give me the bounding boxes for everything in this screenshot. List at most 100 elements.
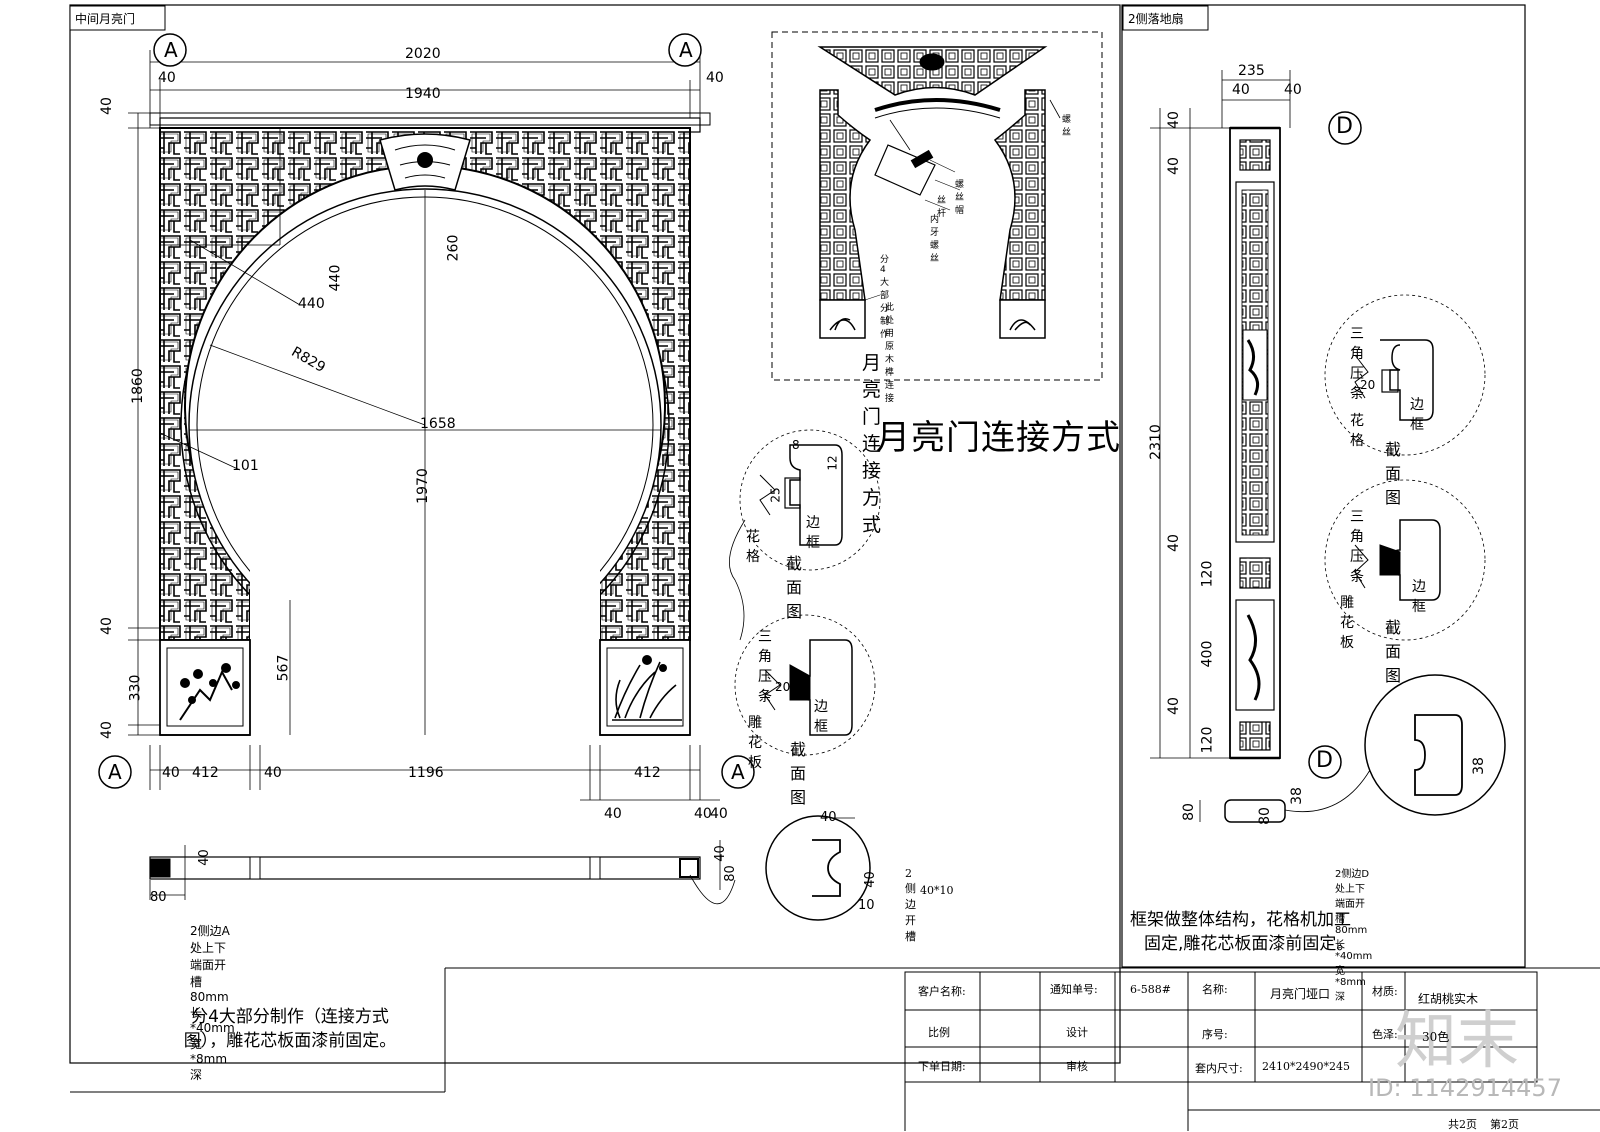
dim-left-40-bottom: 40 xyxy=(98,721,115,739)
sec2-label-panel: 雕花板 xyxy=(748,715,762,771)
section-details-right xyxy=(1284,294,1506,816)
dim-1970: 1970 xyxy=(414,468,431,504)
plan-dim-10: 10 xyxy=(858,898,875,913)
side-dim-38-b: 38 xyxy=(1470,757,1487,775)
title-block-grid xyxy=(70,967,1600,1131)
panel-borders xyxy=(69,4,1526,1064)
side-markers xyxy=(1308,111,1362,779)
sec1-caption: 截面图 xyxy=(786,554,803,621)
groove-note-a: 2侧边A处上下端面开槽80mm长*40mm宽*8mm深 xyxy=(190,924,235,1082)
dim-330: 330 xyxy=(127,674,144,702)
tb-pages: 共2页 xyxy=(1448,1118,1477,1131)
dim-1860: 1860 xyxy=(129,368,146,404)
dim-left-40-top: 40 xyxy=(98,97,115,115)
dim-101: 101 xyxy=(232,458,259,474)
main-note: 分4大部分制作（连接方式 图），雕花芯板面漆前固定。 xyxy=(150,1005,430,1053)
section-details-middle xyxy=(729,429,881,756)
dim-bottom-412-a: 412 xyxy=(192,765,219,781)
sec1-label-frame: 边框 xyxy=(806,515,820,551)
dim-bottom-40-d: 40 xyxy=(694,806,712,822)
dim-top-40-left: 40 xyxy=(158,70,176,86)
sec2-caption: 截面图 xyxy=(790,740,807,807)
sec2-label-frame: 边框 xyxy=(814,699,828,735)
front-dimension-lines xyxy=(128,50,720,801)
side-note-line-1: 框架做整体结构，花格机加工 xyxy=(1130,910,1351,930)
watermark-id: ID: 1142914457 xyxy=(1368,1074,1562,1102)
main-note-line-2: 图），雕花芯板面漆前固定。 xyxy=(183,1031,397,1051)
dim-1658: 1658 xyxy=(420,416,456,432)
tb-size-value: 2410*2490*245 xyxy=(1262,1060,1350,1073)
side-dim-120-b: 120 xyxy=(1199,726,1216,754)
tb-material-value: 红胡桃实木 xyxy=(1418,992,1479,1006)
side-dim-235: 235 xyxy=(1238,63,1265,79)
label-four-parts: 分4大部分制作 xyxy=(880,255,890,340)
plan-dim-40-d: 40 xyxy=(862,871,878,888)
inset-caption: 月亮门连接方式 xyxy=(862,352,882,536)
marker-a-1: A xyxy=(164,38,178,62)
sec2-label-strip: 三角压条 xyxy=(758,629,772,705)
side-leaf-note: 框架做整体结构，花格机加工 固定,雕花芯板面漆前固定。 xyxy=(1130,908,1520,956)
connection-inset xyxy=(817,46,1061,339)
side-dim-2310: 2310 xyxy=(1147,424,1164,460)
tb-design-label: 设计 xyxy=(1066,1026,1088,1039)
side-dim-80-b: 80 xyxy=(1256,807,1273,825)
label-screw: 螺丝 xyxy=(1062,115,1072,138)
tb-serial-label: 序号: xyxy=(1202,1028,1228,1041)
front-section-markers xyxy=(98,33,755,789)
tb-color-value: 30色 xyxy=(1422,1030,1450,1044)
tb-material-label: 材质: xyxy=(1372,985,1398,998)
side-dim-40-a: 40 xyxy=(1232,82,1250,98)
plan-view xyxy=(149,815,871,921)
dim-440-v: 440 xyxy=(327,264,344,292)
dim-bottom-40-e: 40 xyxy=(710,806,728,822)
side-sec2-label-panel: 雕花板 xyxy=(1340,595,1354,651)
marker-a-3: A xyxy=(108,760,122,784)
sec1-dim-25: 25 xyxy=(768,487,783,503)
marker-a-4: A xyxy=(731,760,745,784)
marker-a-2: A xyxy=(679,38,693,62)
label-insert-nut: 内牙螺丝 xyxy=(930,215,940,264)
side-leaf-elevation xyxy=(1150,70,1291,823)
dim-260: 260 xyxy=(445,234,462,262)
dim-bottom-40-b: 40 xyxy=(264,765,282,781)
plan-dim-40-c: 40 xyxy=(820,810,837,825)
dim-1940: 1940 xyxy=(405,86,441,102)
left-panel-title: 中间月亮门 xyxy=(75,12,136,26)
side-dim-80-a: 80 xyxy=(1180,803,1197,821)
tb-name-label: 名称: xyxy=(1202,983,1228,996)
main-note-line-1: 分4大部分制作（连接方式 xyxy=(191,1007,389,1027)
side-sec1-dim: 20 xyxy=(1360,378,1376,392)
plan-dim-80: 80 xyxy=(150,890,167,905)
sec1-dim-12: 12 xyxy=(825,455,840,471)
sec2-dim-20: 20 xyxy=(775,680,791,694)
side-dim-left-40-c: 40 xyxy=(1165,534,1182,552)
side-note-line-2: 固定,雕花芯板面漆前固定。 xyxy=(1144,934,1354,954)
label-tenon: 此处用原木榫连接 xyxy=(885,303,895,404)
dim-top-40-right: 40 xyxy=(706,70,724,86)
dim-left-40-mid: 40 xyxy=(98,617,115,635)
plan-dim-40-a: 40 xyxy=(196,849,212,866)
plan-dim-80-b: 80 xyxy=(722,865,738,882)
dim-440-h: 440 xyxy=(298,296,325,312)
tb-notice-label: 通知单号: xyxy=(1050,983,1098,996)
sec1-label-lattice: 花格 xyxy=(746,529,760,565)
connection-big-title: 月亮门连接方式 xyxy=(876,418,1121,458)
tb-date-label: 下单日期: xyxy=(918,1060,966,1073)
tb-name-value: 月亮门垭口 xyxy=(1270,987,1331,1001)
side-dim-38-a: 38 xyxy=(1288,787,1305,805)
dim-1196: 1196 xyxy=(408,765,444,781)
slot-label-1: 2侧边开槽 xyxy=(905,867,916,943)
sec1-dim-8: 8 xyxy=(792,438,800,452)
side-dim-40-b: 40 xyxy=(1284,82,1302,98)
right-panel-title: 2侧落地扇 xyxy=(1128,12,1184,26)
plan-dim-40-b: 40 xyxy=(712,845,728,862)
side-dim-left-40-b: 40 xyxy=(1165,157,1182,175)
side-sec2-label-frame: 边框 xyxy=(1412,579,1426,615)
tb-size-label: 套内尺寸: xyxy=(1195,1062,1243,1075)
dim-567: 567 xyxy=(275,654,292,682)
dim-bottom-412-b: 412 xyxy=(634,765,661,781)
side-marker-d-1: D xyxy=(1336,114,1353,139)
side-dim-400: 400 xyxy=(1199,640,1216,668)
tb-scale-label: 比例 xyxy=(928,1026,950,1039)
